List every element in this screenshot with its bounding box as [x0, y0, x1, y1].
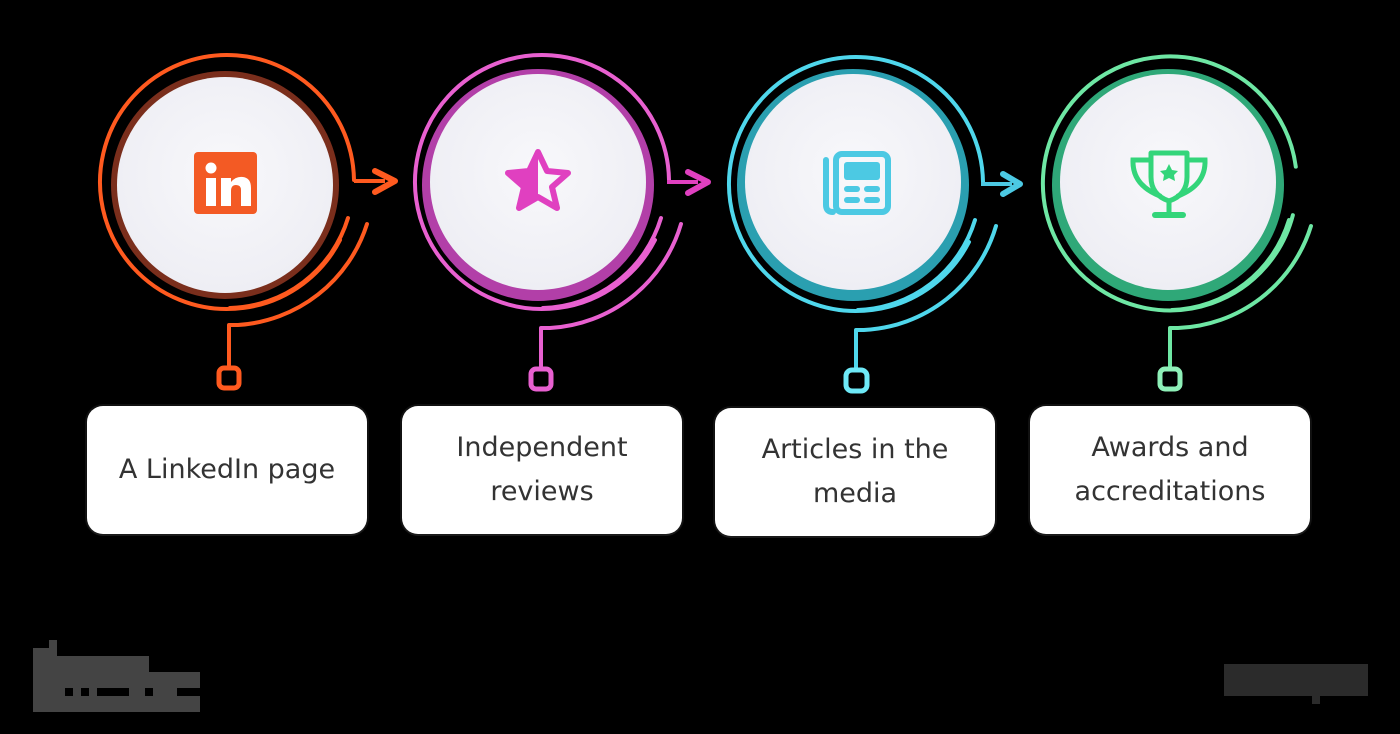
- brand-logo-left: [33, 640, 200, 712]
- linkedin-icon: [194, 152, 257, 214]
- step-2-label-box: Independent reviews: [402, 406, 682, 534]
- connector-arc: [227, 222, 369, 367]
- connector-node: [843, 367, 870, 394]
- arrow-head: [1000, 171, 1023, 197]
- newspaper-icon: [823, 151, 891, 215]
- inner-arc: [541, 216, 663, 310]
- inner-arc: [856, 218, 977, 312]
- half-star-icon: [505, 149, 571, 211]
- connector-arc: [854, 224, 998, 370]
- step-3-node: [727, 55, 1023, 394]
- circle-face: [745, 74, 961, 290]
- step-4-node: [1040, 54, 1313, 392]
- step-3-label-box: Articles in the media: [715, 408, 995, 536]
- step-1-label: A LinkedIn page: [118, 454, 336, 485]
- circle-face: [1060, 74, 1276, 290]
- step-3-label: Articles in the media: [761, 434, 949, 509]
- connector-node: [1157, 366, 1183, 392]
- trophy-icon: [1130, 150, 1208, 218]
- step-1-label-box: A LinkedIn page: [87, 406, 367, 534]
- connector-arc: [539, 222, 683, 368]
- step-1-node: [98, 53, 398, 391]
- brand-logo-right: [1224, 664, 1368, 704]
- arrow-head: [372, 168, 398, 195]
- step-2-node: [413, 53, 711, 392]
- step-4-label-box: Awards and accreditations: [1030, 406, 1310, 534]
- connector-node: [216, 365, 242, 391]
- inner-arc: [1170, 218, 1291, 312]
- connector-node: [528, 366, 554, 392]
- step-4-label: Awards and accreditations: [1074, 432, 1266, 507]
- connector-arc: [1168, 224, 1313, 368]
- arrow-head: [685, 169, 711, 196]
- inner-arc: [228, 216, 350, 310]
- step-2-label: Independent reviews: [456, 432, 628, 507]
